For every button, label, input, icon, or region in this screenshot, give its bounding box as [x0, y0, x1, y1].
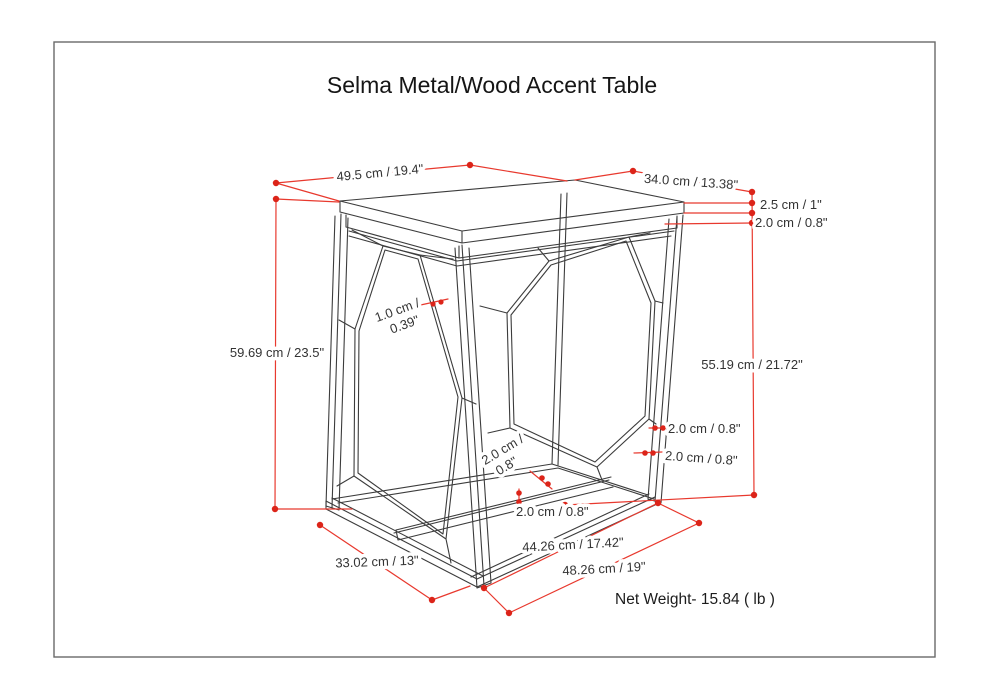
dim-panel-tube-label: 1.0 cm / 0.39" [369, 291, 425, 340]
page-title: Selma Metal/Wood Accent Table [327, 72, 657, 98]
dim-top-width-label: 49.5 cm / 19.4" [336, 161, 424, 184]
dim-line-floor-leader [564, 494, 755, 506]
right-leg [647, 214, 684, 504]
left-panel-hexagon-outer [353, 245, 463, 540]
dim-line-stretcher-length [483, 502, 659, 589]
right-panel-hexagon-inner [510, 240, 652, 463]
dim-stretcher-length-label: 44.26 cm / 17.42" [522, 534, 624, 554]
dim-line-top-depth [574, 170, 753, 193]
dim-base-depth-label: 33.02 cm / 13" [335, 553, 419, 571]
left-leg [325, 213, 349, 511]
back-leg [551, 192, 568, 466]
right-panel-stubs [479, 232, 664, 481]
front-leg [454, 244, 492, 589]
right-panel-hexagon-outer [506, 236, 656, 468]
dim-line-overall-height [274, 198, 353, 510]
dimension-dots [271, 161, 758, 617]
dim-top-thickness-label: 2.5 cm / 1" [760, 197, 822, 212]
left-panel-stubs [336, 229, 477, 564]
table-drawing [325, 179, 685, 589]
dim-apron-height-label: 2.0 cm / 0.8" [755, 215, 828, 230]
left-panel-hexagon-inner [357, 249, 459, 535]
dim-line-top-width [275, 164, 568, 202]
dim-line-frame-height [751, 191, 755, 496]
page-border [53, 41, 936, 658]
dim-leg-lower-label: 2.0 cm / 0.8" [665, 448, 739, 468]
dim-frame-height-label: 55.19 cm / 21.72" [701, 357, 803, 372]
dim-top-depth-label: 34.0 cm / 13.38" [644, 171, 739, 193]
back-floor-rails [331, 463, 655, 504]
dim-line-thickness-ticks [664, 202, 753, 225]
dim-stretcher-height-label: 2.0 cm / 0.8" [516, 504, 589, 519]
table-top-face [339, 179, 685, 232]
left-floor-rail [325, 497, 484, 588]
dim-marker-leg-lower [633, 451, 663, 454]
dim-line-base-depth [319, 524, 471, 601]
dim-base-width-label: 48.26 cm / 19" [562, 559, 646, 578]
stretcher-bar [393, 476, 614, 541]
dim-leg-upper-label: 2.0 cm / 0.8" [668, 421, 741, 436]
net-weight-label: Net Weight- 15.84 ( lb ) [615, 591, 775, 608]
dim-overall-height-label: 59.69 cm / 23.5" [230, 345, 325, 360]
